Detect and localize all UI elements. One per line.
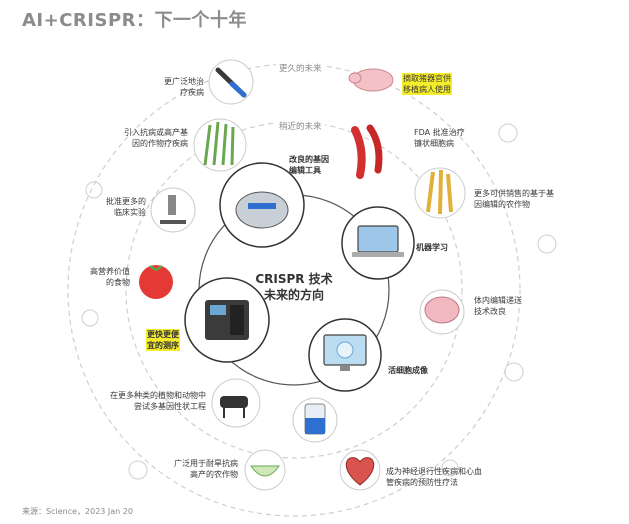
trials-label: 批准更多的 临床实验 [76,196,146,218]
multigene-label-line-2: 尝试多基因性状工程 [134,402,206,411]
drought-crops-label-line-2: 高产的农作物 [190,470,238,479]
fda-label: FDA 批准治疗 镰状细胞病 [414,127,465,149]
cow-icon [211,378,261,428]
live-imaging-node [308,318,382,392]
fda-label-line-2: 镰状细胞病 [414,139,454,148]
wheat-icon [414,167,466,219]
faster-sequencing-line-1: 更快更便 [147,330,179,339]
edited-crops-label: 更多可供销售的基于基 因编辑的农作物 [474,188,554,210]
delivery-label-line-2: 技术改良 [474,307,506,316]
multigene-label: 在更多种类的植物和动物中 尝试多基因性状工程 [56,390,206,412]
gene-tools-label: 改良的基因 编辑工具 [289,154,329,176]
pig-label-line-1: 摘取猪器官供 [402,73,452,84]
delivery-label-line-1: 体内编辑递送 [474,296,522,305]
pig-icon [348,68,394,92]
gene-tools-label-line-1: 改良的基因 [289,155,329,164]
prevention-label-line-2: 管疾病的预防性疗法 [386,478,458,487]
pepper-icon [351,124,383,179]
vaccine-label-line-1: 更广泛地治 [164,77,204,86]
machine-learning-node [341,206,415,280]
nutrition-label: 高营养价值 的食物 [64,266,130,288]
delivery-label: 体内编辑递送 技术改良 [474,295,522,317]
center-line-2: 未来的方向 [263,288,324,302]
outer-ring-label: 更久的未来 [276,62,325,74]
drought-crops-label: 广泛用于耐旱抗病 高产的农作物 [128,458,238,480]
vial-icon [292,397,338,443]
sequencer-node [184,277,270,363]
prevention-label-line-1: 成为神经退行性疾病和心血 [386,467,482,476]
heart-icon [339,449,381,491]
crops-label: 引入抗病或高产基 因的作物疗疾病 [88,127,188,149]
live-imaging-label: 活细胞成像 [388,366,428,375]
nutrition-label-line-2: 的食物 [106,278,130,287]
pig-label: 摘取猪器官供 移植病人使用 [402,73,452,95]
tomato-icon [139,265,173,299]
multigene-label-line-1: 在更多种类的植物和动物中 [110,391,206,400]
center-title: CRISPR 技术 未来的方向 [244,271,344,303]
crops-label-line-2: 因的作物疗疾病 [132,139,188,148]
middle-ring-label: 稍近的未来 [276,120,325,132]
faster-sequencing-line-2: 宜的测序 [147,341,179,350]
machine-learning-label: 机器学习 [416,243,448,252]
faster-sequencing-label: 更快更便 宜的测序 [146,329,180,351]
crops-icon [193,118,247,172]
pig-label-line-2: 移植病人使用 [402,84,452,95]
middle-ring [125,121,463,459]
center-line-1: CRISPR 技术 [255,272,333,286]
fda-label-line-1: FDA 批准治疗 [414,128,465,137]
trials-label-line-2: 临床实验 [114,208,146,217]
page-title: AI+CRISPR：下一个十年 [22,10,247,31]
brain-icon [419,289,465,335]
edited-crops-label-line-1: 更多可供销售的基于基 [474,189,554,198]
gene-tools-label-line-2: 编辑工具 [289,166,321,175]
gene-tools-node [219,162,305,248]
nutrition-label-line-1: 高营养价值 [90,267,130,276]
microscope-icon [150,187,196,233]
edited-crops-label-line-2: 因编辑的农作物 [474,200,530,209]
vaccine-label: 更广泛地治 疗疾病 [140,76,204,98]
drought-crops-label-line-1: 广泛用于耐旱抗病 [174,459,238,468]
vaccine-label-line-2: 疗疾病 [180,88,204,97]
source-note: 来源：Science，2023 Jan 20 [22,507,133,516]
trials-label-line-1: 批准更多的 [106,197,146,206]
bowl-icon [244,449,286,491]
syringe-icon [208,59,254,105]
prevention-label: 成为神经退行性疾病和心血 管疾病的预防性疗法 [386,466,482,488]
crops-label-line-1: 引入抗病或高产基 [124,128,188,137]
decorative-circles [81,123,557,480]
